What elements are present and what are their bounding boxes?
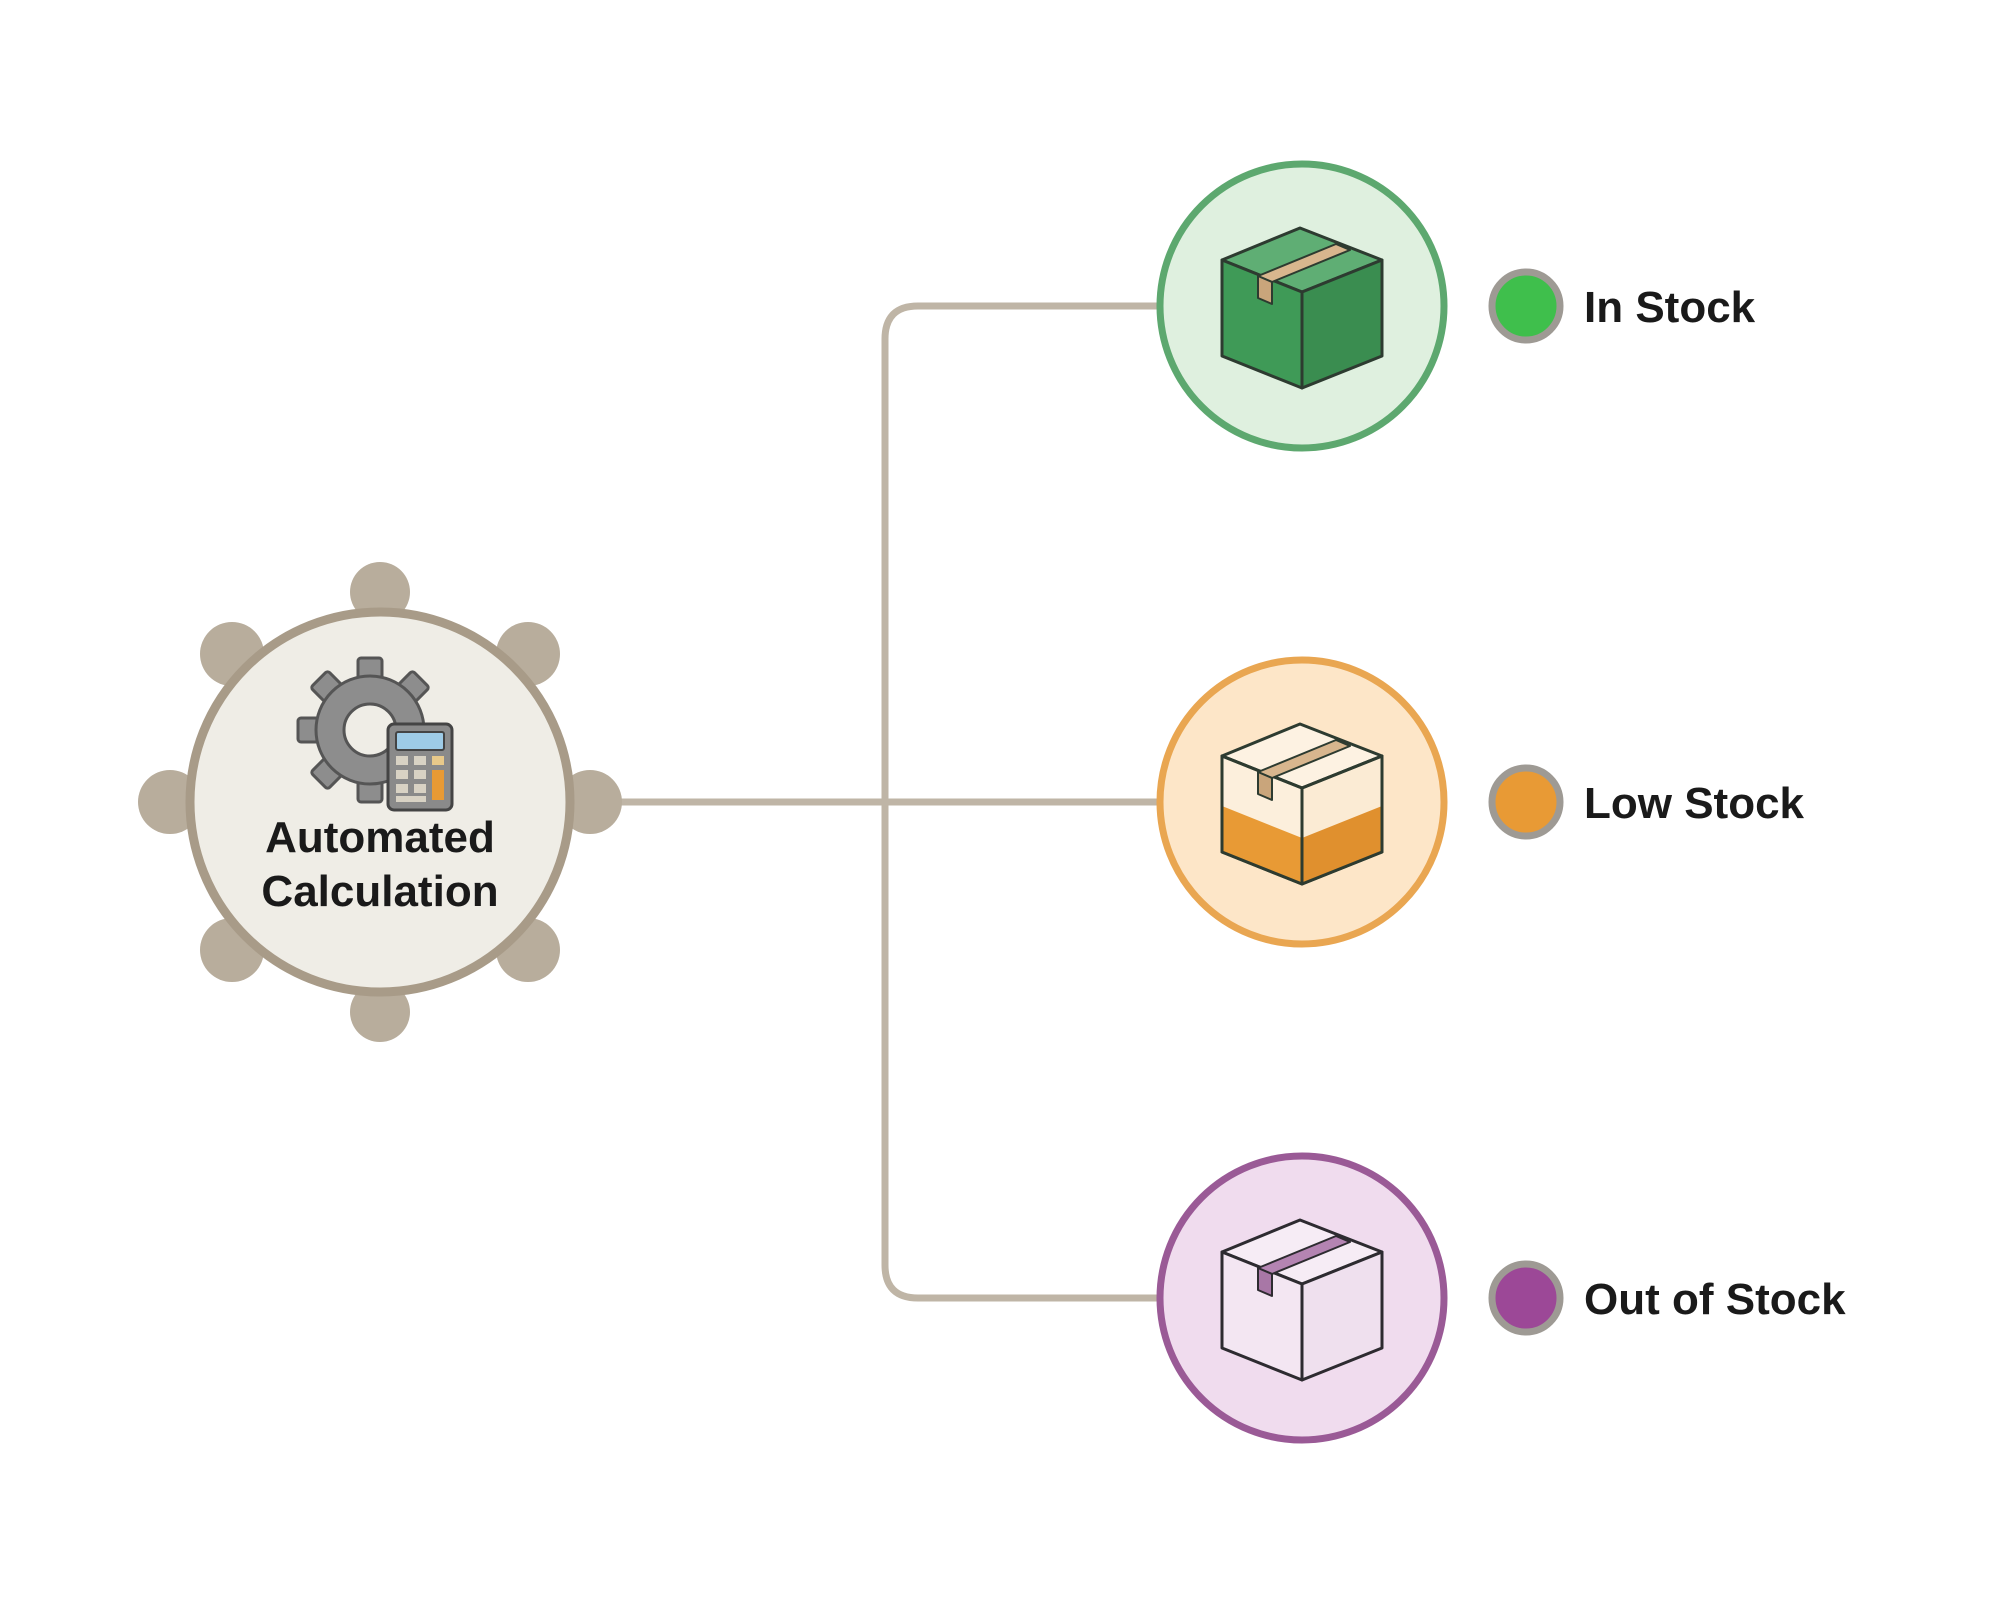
half-full-box-icon xyxy=(1220,722,1384,886)
connector-out-of-stock xyxy=(881,798,1174,1302)
connector-in-stock xyxy=(881,302,1174,806)
full-box-icon xyxy=(1220,226,1384,390)
out-of-stock-label: Out of Stock xyxy=(1584,1275,1846,1324)
hub-label-line2: Calculation xyxy=(261,867,498,916)
in-stock-status-dot xyxy=(1488,268,1564,344)
empty-box-icon xyxy=(1220,1218,1384,1382)
hub-node: Automated Calculation xyxy=(138,562,622,1042)
connectors xyxy=(618,302,1174,1302)
status-node-out-of-stock: Out of Stock xyxy=(1156,1152,1846,1444)
out-of-stock-status-dot xyxy=(1488,1260,1564,1336)
status-node-low-stock: Low Stock xyxy=(1156,656,1805,948)
in-stock-label: In Stock xyxy=(1584,283,1756,332)
low-stock-status-dot xyxy=(1488,764,1564,840)
gear-calculator-icon xyxy=(296,656,454,812)
low-stock-label: Low Stock xyxy=(1584,779,1805,828)
status-node-in-stock: In Stock xyxy=(1156,160,1756,452)
hub-label-line1: Automated xyxy=(265,813,495,862)
